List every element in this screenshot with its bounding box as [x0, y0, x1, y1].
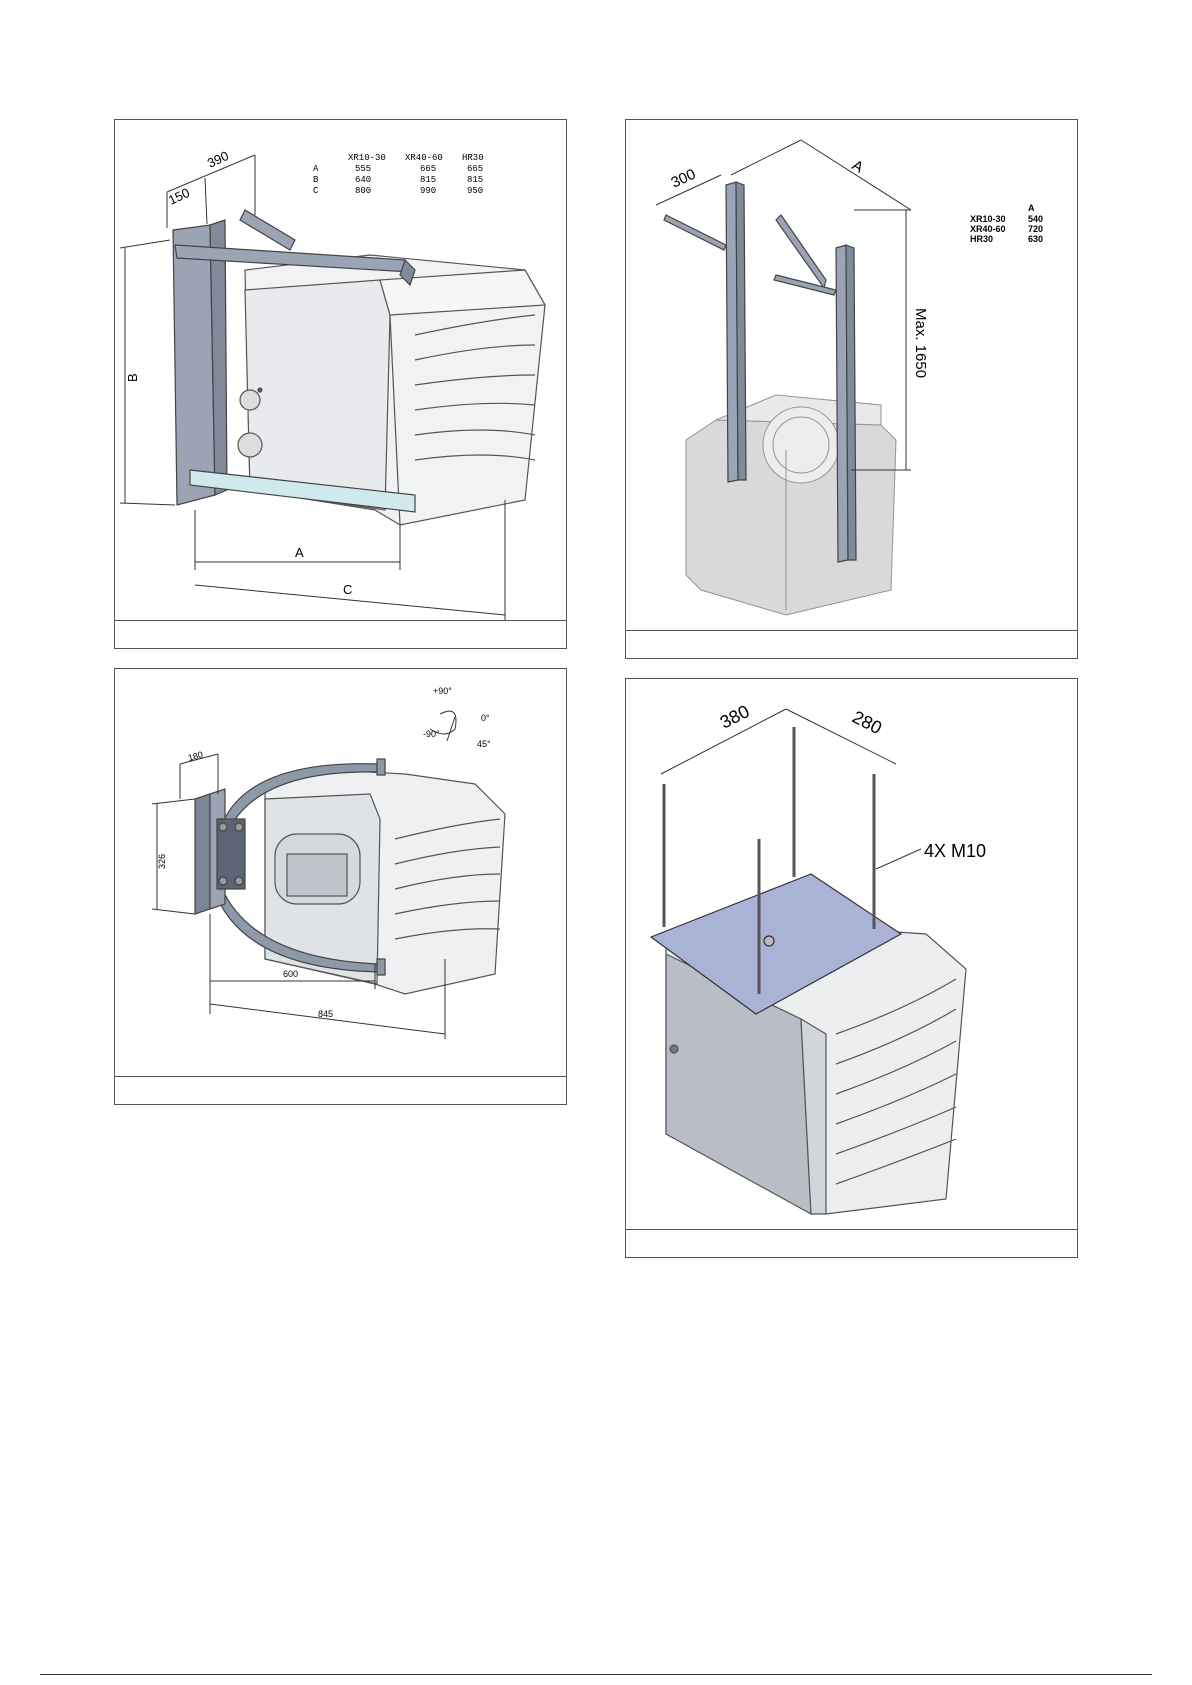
caption-bar [626, 1229, 1077, 1257]
dim-390-label: 390 [205, 148, 231, 171]
table-row-label: C [313, 186, 319, 196]
dimension-lines [661, 709, 921, 869]
table-row-label: B [313, 175, 319, 185]
table-row-label: HR30 [970, 234, 993, 244]
dim-326-label: 326 [157, 854, 167, 869]
dimension-table: XR10-30 XR40-60 HR30 A 555 665 665 B 640… [313, 153, 484, 196]
table-cell: 990 [420, 186, 436, 196]
dim-max-height-label: Max. 1650 [912, 308, 929, 378]
figure-ceiling-suspension: 300 A Max. 1650 A XR10-30 540 XR40-60 72… [625, 119, 1078, 659]
table-cell: 555 [355, 164, 371, 174]
table-row-label: XR40-60 [970, 224, 1006, 234]
dim-C-label: C [343, 582, 352, 597]
dim-180-label: 180 [187, 749, 204, 763]
table-cell: 815 [467, 175, 483, 185]
dim-150-label: 150 [166, 185, 192, 208]
table-cell: 640 [355, 175, 371, 185]
dim-280-label: 280 [849, 707, 885, 738]
angle-plus90-label: +90° [433, 686, 452, 696]
wall-bracket-drawing: 390 150 B A C XR10-30 XR40-60 HR30 A 555… [115, 120, 567, 623]
angle-minus90-label: -90° [423, 729, 440, 739]
dim-A-label: A [849, 157, 866, 177]
table-header-model2: XR40-60 [405, 153, 443, 163]
table-cell: 540 [1028, 214, 1043, 224]
table-header-model3: HR30 [462, 153, 484, 163]
angle-0-label: 0° [481, 713, 490, 723]
figure-ceiling-plate: 380 280 4X M10 [625, 678, 1078, 1258]
table-cell: 630 [1028, 234, 1043, 244]
dim-600-label: 600 [283, 969, 298, 979]
table-header: A [1028, 203, 1035, 213]
bolt-spec-label: 4X M10 [924, 841, 986, 861]
swivel-bracket-drawing: 180 326 600 845 +90° 0° -90° 45° [115, 669, 567, 1079]
figure-wall-bracket: 390 150 B A C XR10-30 XR40-60 HR30 A 555… [114, 119, 567, 649]
table-cell: 950 [467, 186, 483, 196]
figure-swivel-bracket: 180 326 600 845 +90° 0° -90° 45° [114, 668, 567, 1105]
table-cell: 665 [467, 164, 483, 174]
table-cell: 815 [420, 175, 436, 185]
ceiling-suspension-drawing: 300 A Max. 1650 A XR10-30 540 XR40-60 72… [626, 120, 1078, 633]
footer-rule [40, 1674, 1152, 1675]
ceiling-plate-drawing: 380 280 4X M10 [626, 679, 1078, 1232]
table-row-label: XR10-30 [970, 214, 1006, 224]
angle-45-label: 45° [477, 739, 491, 749]
table-row-label: A [313, 164, 319, 174]
dim-380-label: 380 [717, 701, 753, 732]
table-cell: 800 [355, 186, 371, 196]
dimension-table: A XR10-30 540 XR40-60 720 HR30 630 [970, 203, 1043, 244]
dim-A-label: A [295, 545, 304, 560]
caption-bar [626, 630, 1077, 658]
caption-bar [115, 620, 566, 648]
table-cell: 720 [1028, 224, 1043, 234]
dim-845-label: 845 [318, 1009, 333, 1019]
dim-B-label: B [125, 373, 140, 382]
table-cell: 665 [420, 164, 436, 174]
table-header-model1: XR10-30 [348, 153, 386, 163]
caption-bar [115, 1076, 566, 1104]
heater-unit [686, 395, 896, 615]
